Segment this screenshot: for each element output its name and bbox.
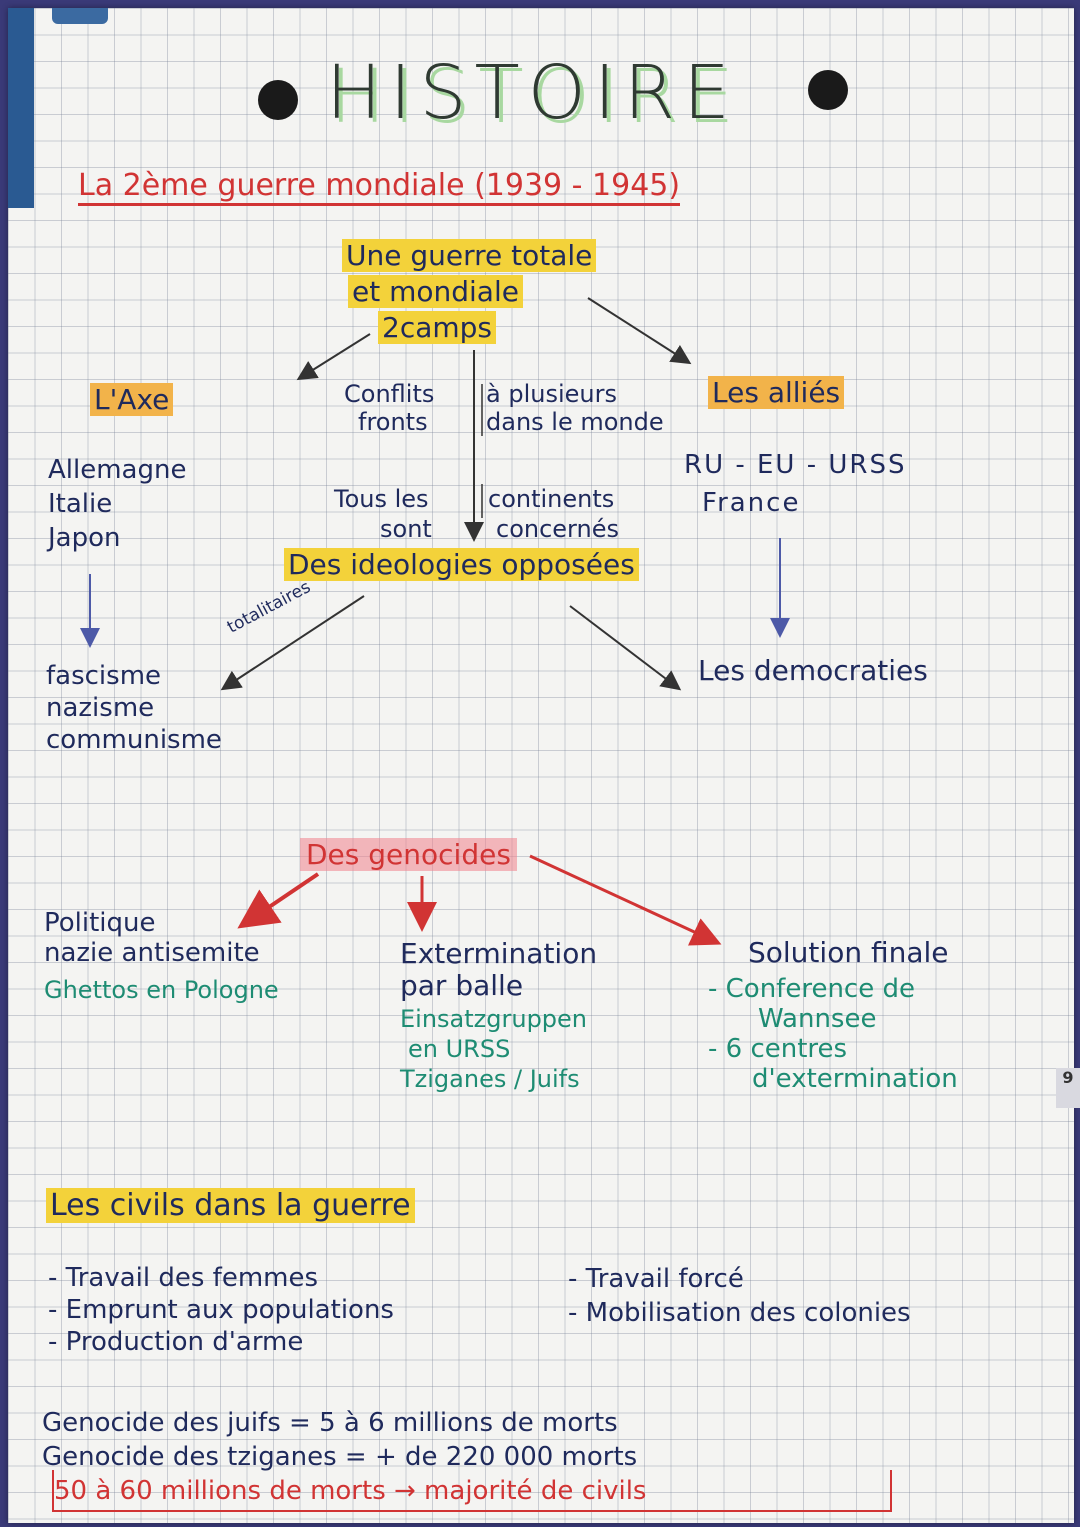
side-page-number: 9 xyxy=(1056,1068,1080,1108)
page-title: HISTOIRE xyxy=(326,50,738,136)
page-subtitle: La 2ème guerre mondiale (1939 - 1945) xyxy=(78,168,681,206)
axe-country: Italie xyxy=(48,489,113,519)
continents-right: continents concernés xyxy=(488,485,619,543)
solution-finale-list: - Conference de Wannsee - 6 centres d'ex… xyxy=(708,974,958,1094)
central-theme: Une guerre totale et mondiale 2camps xyxy=(342,238,597,346)
binder-tab xyxy=(52,8,108,24)
bilan-juifs: Genocide des juifs = 5 à 6 millions de m… xyxy=(42,1408,618,1438)
central-theme-line1: Une guerre totale xyxy=(342,239,597,272)
central-theme-line2: et mondiale xyxy=(348,275,523,308)
axe-countries: Allemagne Italie Japon xyxy=(48,453,186,555)
allies-line2: France xyxy=(702,488,801,518)
axe-country: Japon xyxy=(48,523,121,553)
bilan-block: Genocide des juifs = 5 à 6 millions de m… xyxy=(42,1406,646,1508)
civils-left-list: - Travail des femmes - Emprunt aux popul… xyxy=(48,1263,394,1357)
conflits-right: à plusieurs dans le monde xyxy=(486,380,664,436)
allies-line1: RU - EU - URSS xyxy=(684,450,907,480)
conflits-left: Conflits fronts xyxy=(344,380,435,436)
continents-left: Tous les sont xyxy=(334,485,432,543)
ideologies-label: Des ideologies opposées xyxy=(284,548,639,581)
genocide-ghettos: Ghettos en Pologne xyxy=(44,976,279,1004)
bilan-total: 50 à 60 millions de morts → majorité de … xyxy=(54,1476,647,1506)
arrow-to-axe xyxy=(296,333,371,381)
punch-hole-right xyxy=(808,70,848,110)
civils-label: Les civils dans la guerre xyxy=(46,1188,415,1223)
arrow-to-politique xyxy=(237,872,320,929)
punch-hole-left xyxy=(258,80,298,120)
democraties-label: Les democraties xyxy=(698,654,928,687)
notebook-sheet: HISTOIRE La 2ème guerre mondiale (1939 -… xyxy=(8,8,1074,1523)
civils-right-list: - Travail forcé - Mobilisation des colon… xyxy=(568,1264,911,1328)
genocide-politique: Politique nazie antisemite xyxy=(44,908,260,968)
solution-finale-title: Solution finale xyxy=(748,936,949,969)
ideologies-left-list: fascisme nazisme communisme xyxy=(46,661,222,755)
arrow-to-totalitaires xyxy=(220,595,365,691)
genocide-einsatzgruppen: Einsatzgruppen en URSS Tziganes / Juifs xyxy=(400,1005,588,1093)
bilan-tziganes: Genocide des tziganes = + de 220 000 mor… xyxy=(42,1442,638,1472)
axe-country: Allemagne xyxy=(48,455,187,485)
central-theme-line3: 2camps xyxy=(378,311,497,344)
arrow-to-allies xyxy=(587,297,692,365)
mind-map-arrows xyxy=(80,297,790,946)
axe-label: L'Axe xyxy=(90,383,174,416)
genocides-label: Des genocides xyxy=(300,838,517,871)
genocide-extermination: Extermination par balle xyxy=(400,937,598,1002)
bilan-underline-box xyxy=(52,1470,892,1512)
allies-label: Les alliés xyxy=(708,376,845,409)
arrow-to-democraties xyxy=(569,605,682,691)
arrow-to-solution-finale xyxy=(529,854,722,946)
allies-countries: RU - EU - URSS France xyxy=(684,446,906,522)
binder-edge xyxy=(8,8,34,208)
